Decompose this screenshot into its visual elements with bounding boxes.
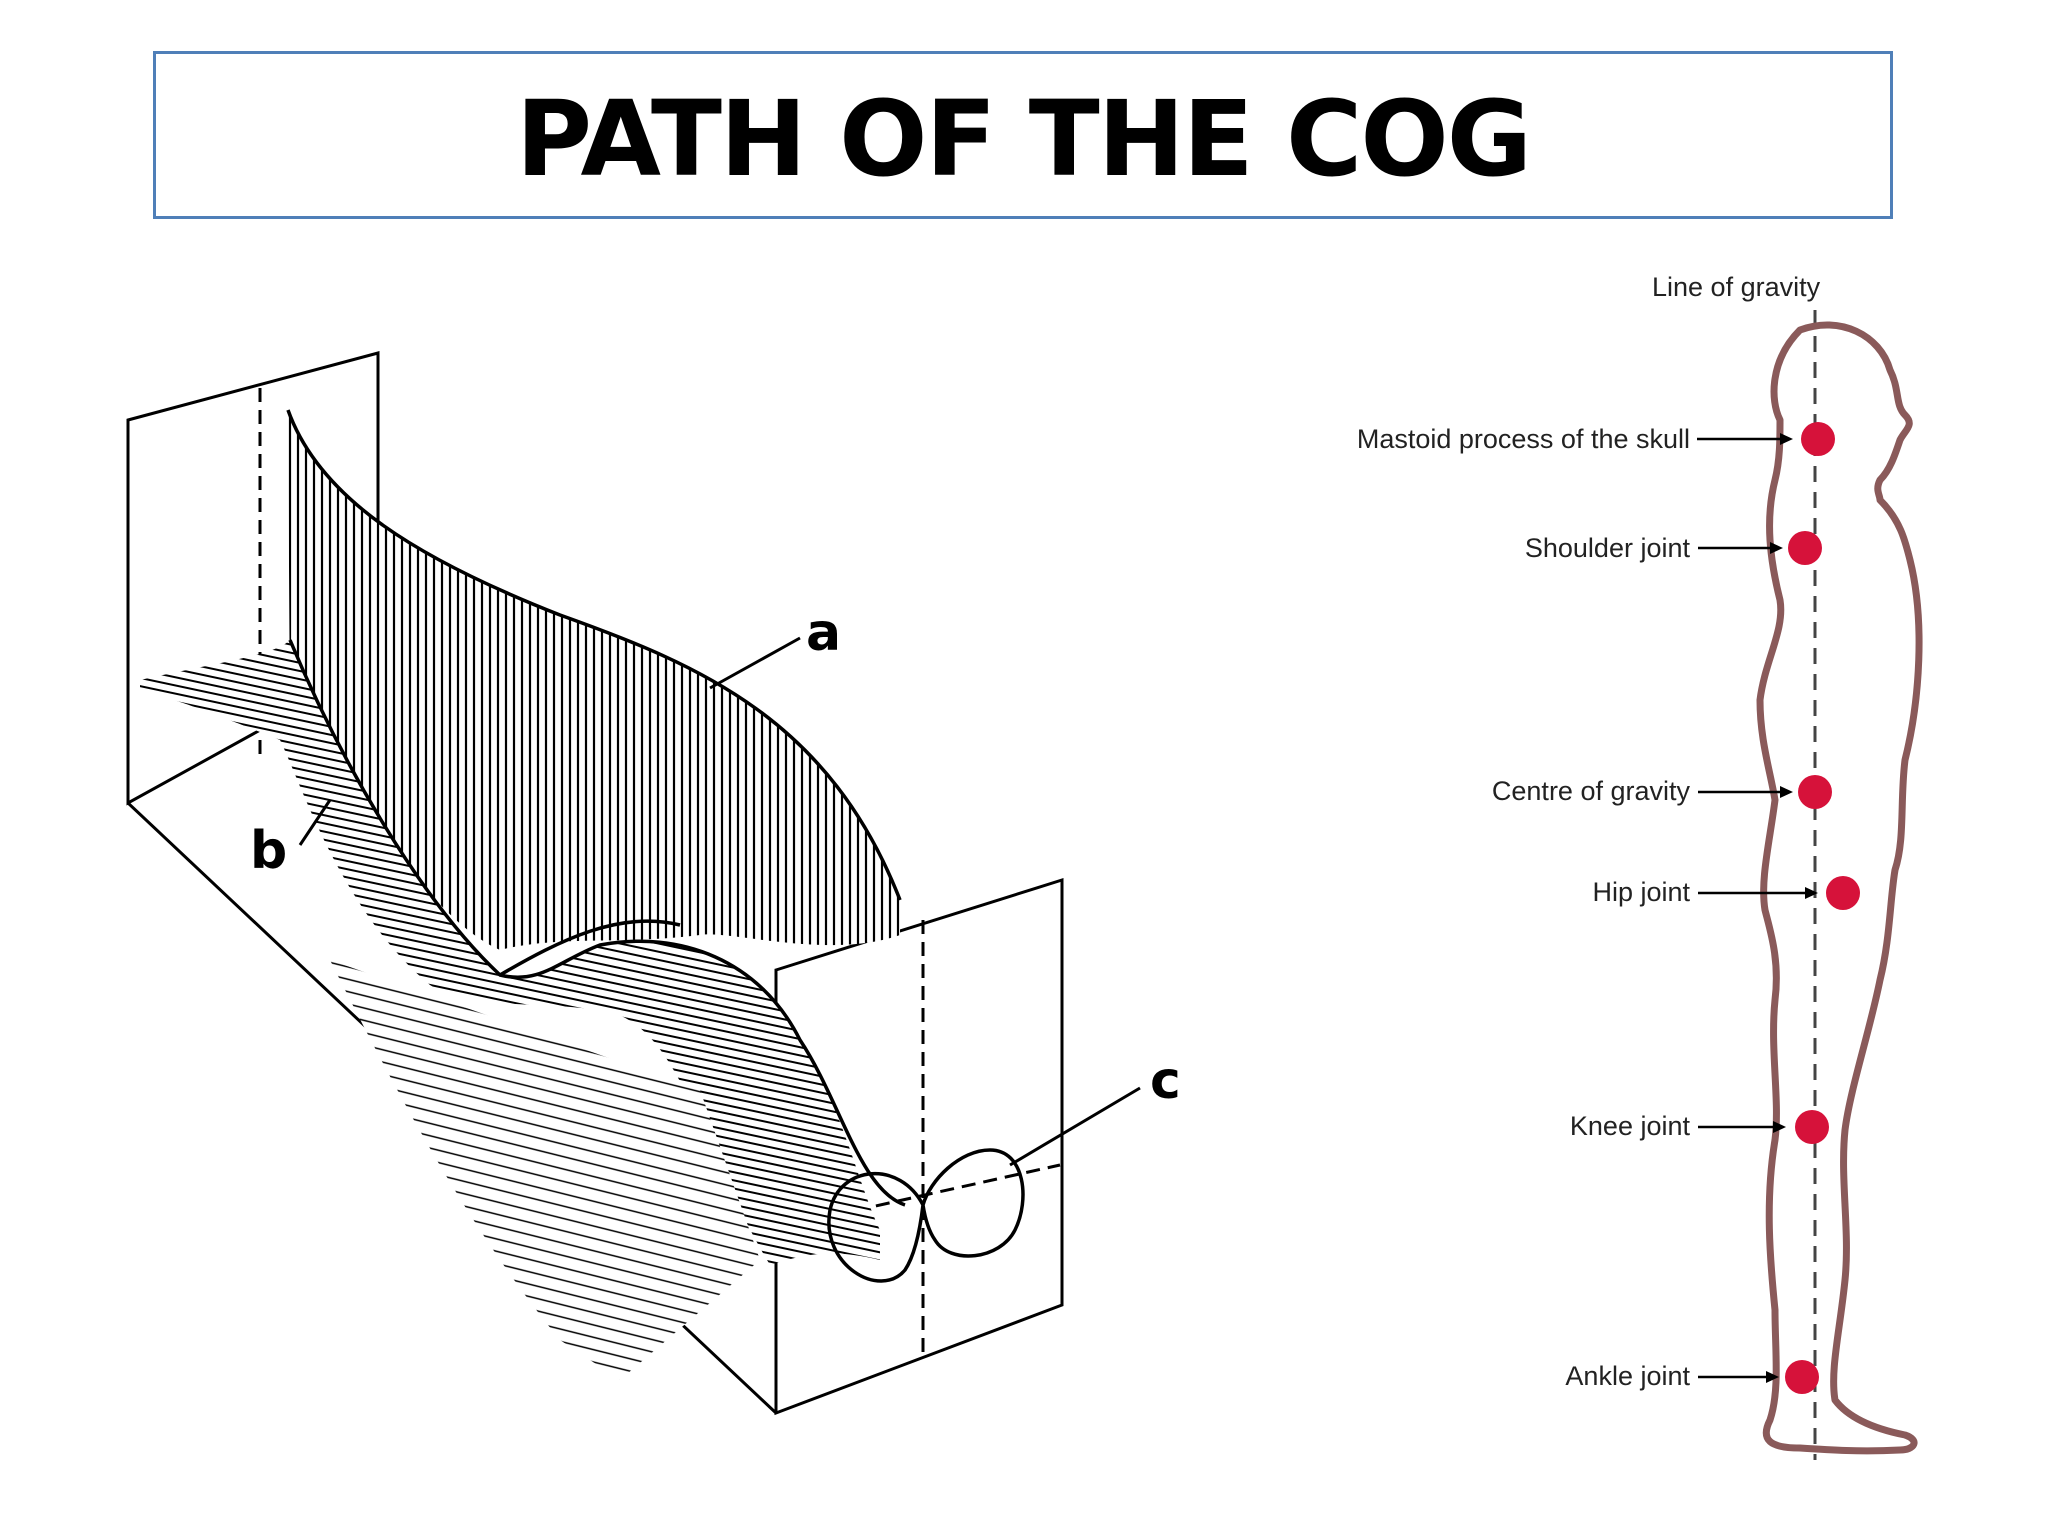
leader-b — [298, 799, 332, 846]
shoulder-dot — [1788, 531, 1822, 565]
knee-dot — [1795, 1110, 1829, 1144]
label-cog: Centre of gravity — [1492, 776, 1691, 806]
vertical-surface — [288, 412, 900, 950]
line-of-gravity-label: Line of gravity — [1652, 272, 1821, 302]
mastoid-dot — [1801, 422, 1835, 456]
joint-markers — [1697, 437, 1815, 1379]
curve-a — [286, 409, 902, 901]
label-ankle: Ankle joint — [1565, 1361, 1690, 1391]
label-a: a — [806, 603, 841, 663]
label-mastoid: Mastoid process of the skull — [1357, 424, 1690, 454]
label-b: b — [250, 821, 287, 881]
floor-hatch — [330, 960, 760, 1380]
figure-eight — [827, 1148, 1025, 1283]
body-outline — [1756, 321, 1923, 1455]
hip-dot — [1826, 876, 1860, 910]
slide-title: PATH OF THE COG — [515, 78, 1532, 200]
label-knee: Knee joint — [1570, 1111, 1691, 1141]
label-c: c — [1150, 1051, 1181, 1111]
leader-c — [1009, 1086, 1141, 1167]
curve-b — [288, 639, 906, 1207]
cog-path-diagram: a b c — [126, 351, 1181, 1416]
title-box: PATH OF THE COG — [153, 51, 1893, 219]
leader-a — [709, 636, 801, 690]
ankle-dot — [1785, 1360, 1819, 1394]
curve-mid — [499, 919, 681, 977]
label-hip: Hip joint — [1592, 877, 1690, 907]
frontal-plane — [774, 877, 1064, 1416]
label-shoulder: Shoulder joint — [1525, 533, 1691, 563]
cog-dot — [1798, 775, 1832, 809]
